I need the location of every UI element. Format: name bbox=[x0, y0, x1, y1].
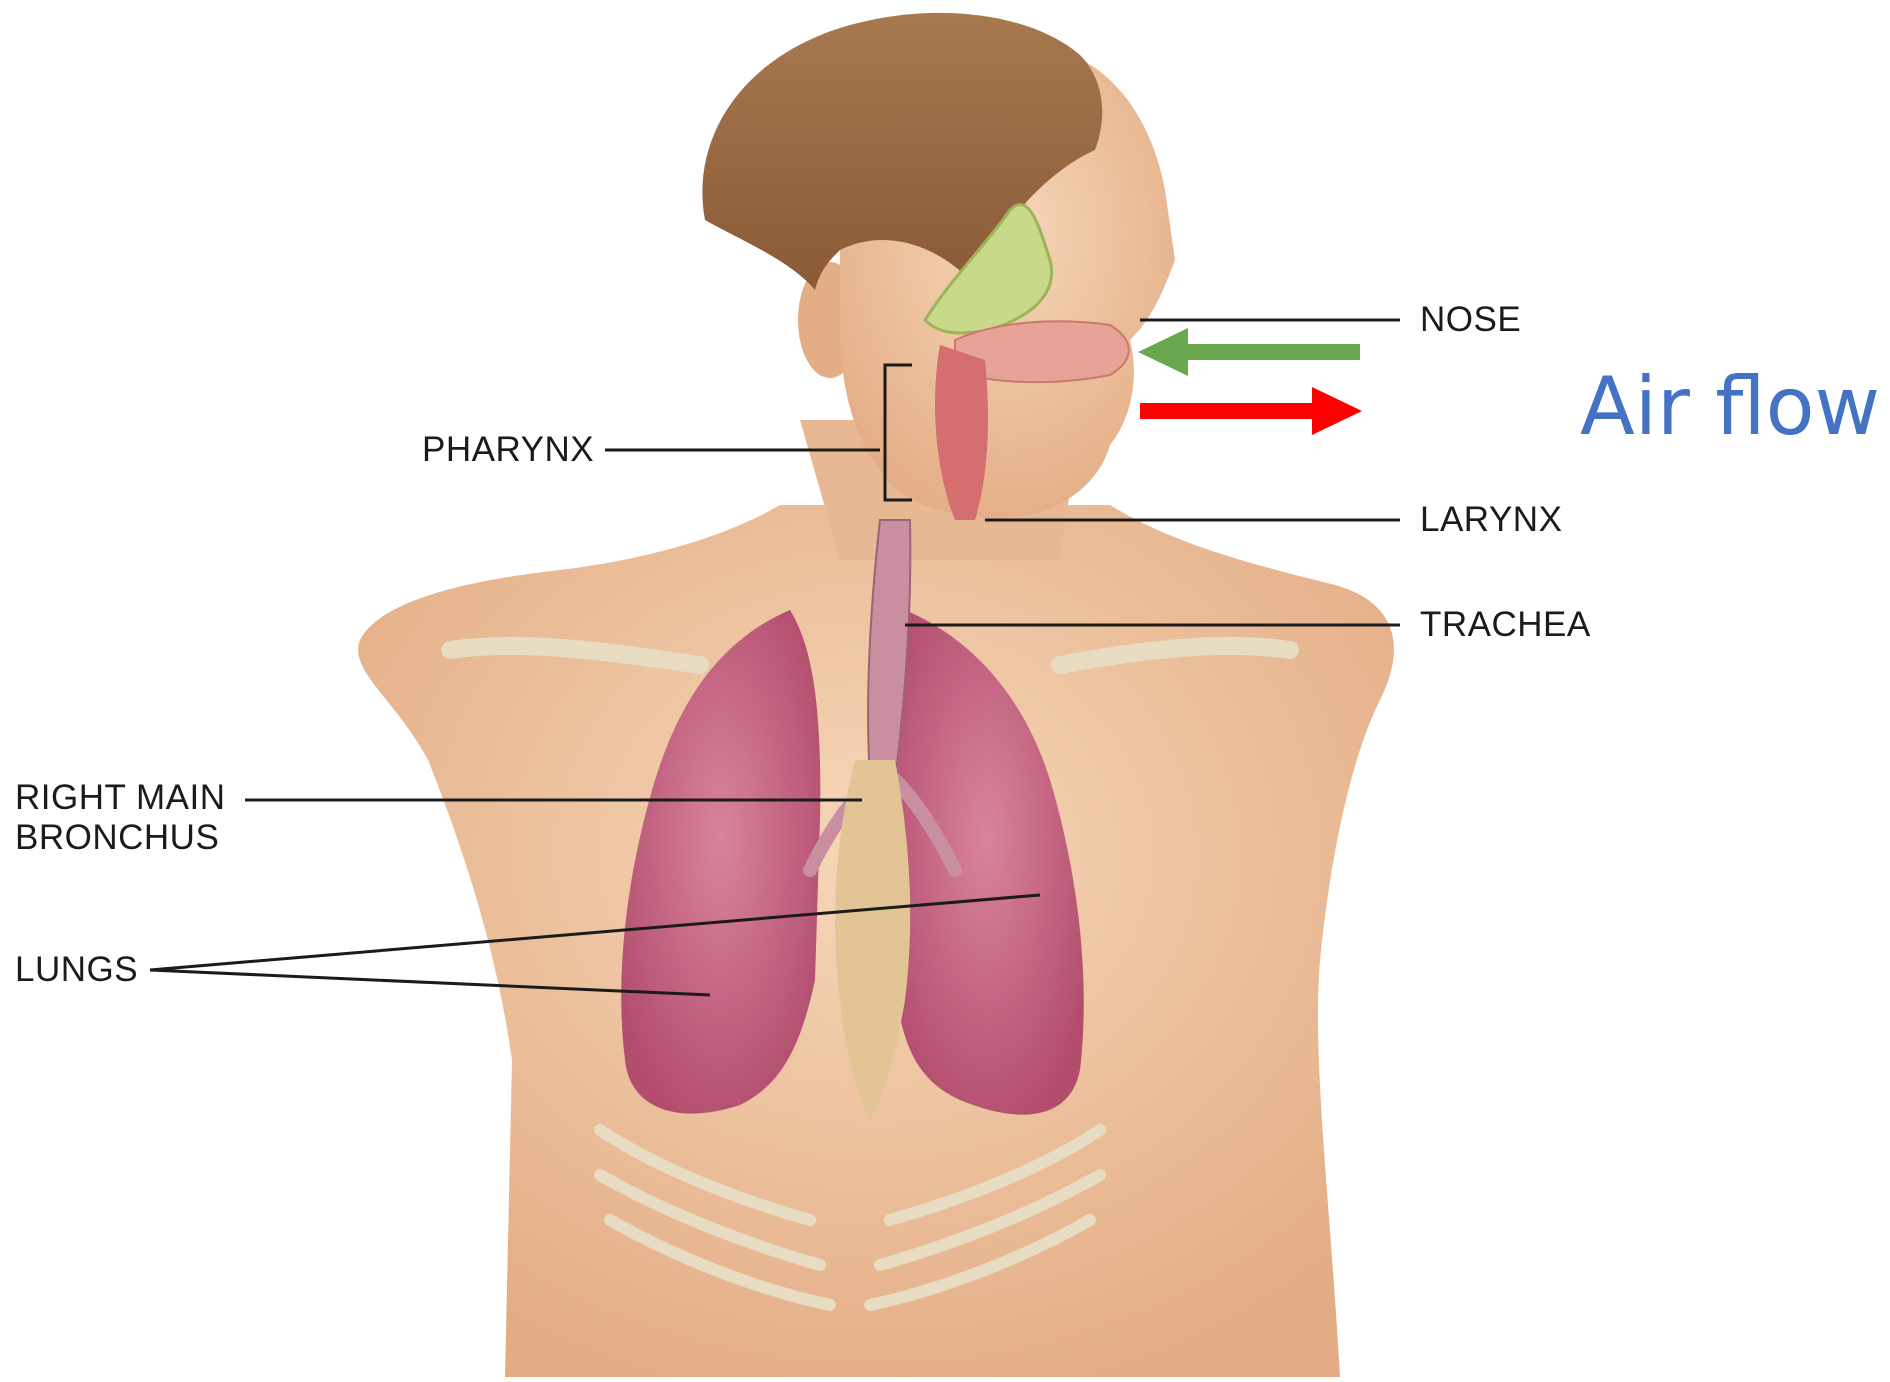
label-pharynx: PHARYNX bbox=[422, 430, 594, 470]
exhale-arrow bbox=[1140, 387, 1362, 435]
air-flow-label: Air flow bbox=[1580, 362, 1880, 452]
label-larynx: LARYNX bbox=[1420, 500, 1562, 540]
inhale-arrow bbox=[1138, 328, 1360, 376]
label-lungs: LUNGS bbox=[15, 950, 138, 990]
label-right-main-bronchus-1: RIGHT MAIN bbox=[15, 778, 225, 818]
label-trachea: TRACHEA bbox=[1420, 605, 1591, 645]
label-nose: NOSE bbox=[1420, 300, 1521, 340]
label-right-main-bronchus-2: BRONCHUS bbox=[15, 818, 219, 858]
